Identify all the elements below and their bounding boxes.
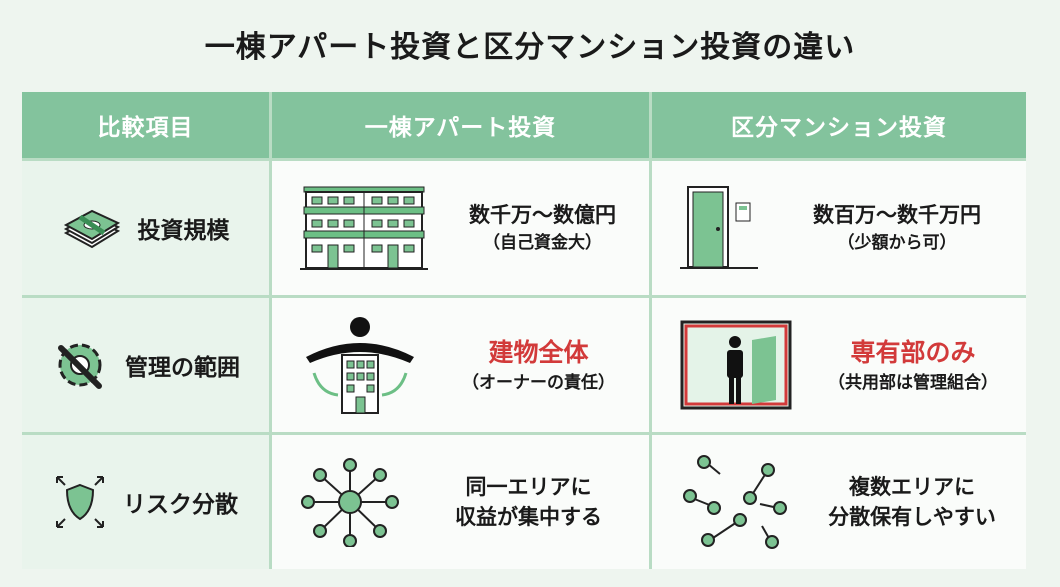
- header-apartment: 一棟アパート投資: [272, 92, 649, 158]
- mansion-management-main: 専有部のみ: [850, 337, 976, 367]
- condo-door-icon: [680, 186, 758, 269]
- wrench-gear-icon: [58, 343, 102, 389]
- apartment-scale-main: 数千万〜数億円: [469, 203, 616, 228]
- cell-mansion-scale: 数百万〜数千万円 （少額から可）: [652, 161, 1026, 295]
- cell-mansion-management: 専有部のみ （共用部は管理組合）: [652, 298, 1026, 432]
- mansion-risk-line2: 分散保有しやすい: [828, 505, 996, 529]
- page-title: 一棟アパート投資と区分マンション投資の違い: [204, 30, 856, 65]
- person-room-icon: [680, 320, 792, 410]
- mansion-risk-line1: 複数エリアに: [849, 474, 975, 499]
- header-mansion: 区分マンション投資: [652, 92, 1026, 158]
- cell-apartment-risk: 同一エリアに収益が集中する: [272, 435, 649, 569]
- apartment-risk-line2: 収益が集中する: [455, 505, 602, 529]
- money-stack-icon: [63, 209, 120, 249]
- apartment-management-main: 建物全体: [488, 337, 589, 367]
- row-label-management: 管理の範囲: [22, 298, 269, 432]
- row-label: リスク分散: [123, 492, 238, 518]
- apartment-risk-line1: 同一エリアに: [465, 474, 592, 499]
- header-item: 比較項目: [22, 92, 269, 158]
- row-label: 管理の範囲: [125, 355, 240, 381]
- row-label: 投資規模: [137, 218, 230, 244]
- comparison-table: 比較項目 一棟アパート投資 区分マンション投資 投資規模 数千万〜数億円 （自己資…: [22, 92, 1026, 569]
- apartment-scale-sub: （自己資金大）: [483, 232, 602, 253]
- apartment-management-sub: （オーナーの責任）: [462, 372, 615, 393]
- dispersed-nodes-icon: [683, 455, 787, 549]
- owner-building-icon: [306, 317, 414, 414]
- cell-apartment-management: 建物全体 （オーナーの責任）: [272, 298, 649, 432]
- shield-arrows-icon: [56, 476, 104, 528]
- mansion-scale-sub: （少額から可）: [837, 232, 957, 253]
- row-label-scale: 投資規模: [22, 161, 269, 295]
- apartment-building-icon: [300, 186, 428, 270]
- mansion-scale-main: 数百万〜数千万円: [813, 203, 981, 228]
- cell-mansion-risk: 複数エリアに分散保有しやすい: [652, 435, 1026, 569]
- row-label-risk: リスク分散: [22, 435, 269, 569]
- cell-apartment-scale: 数千万〜数億円 （自己資金大）: [272, 161, 649, 295]
- concentrated-network-icon: [301, 458, 399, 547]
- mansion-management-sub: （共用部は管理組合）: [828, 372, 998, 393]
